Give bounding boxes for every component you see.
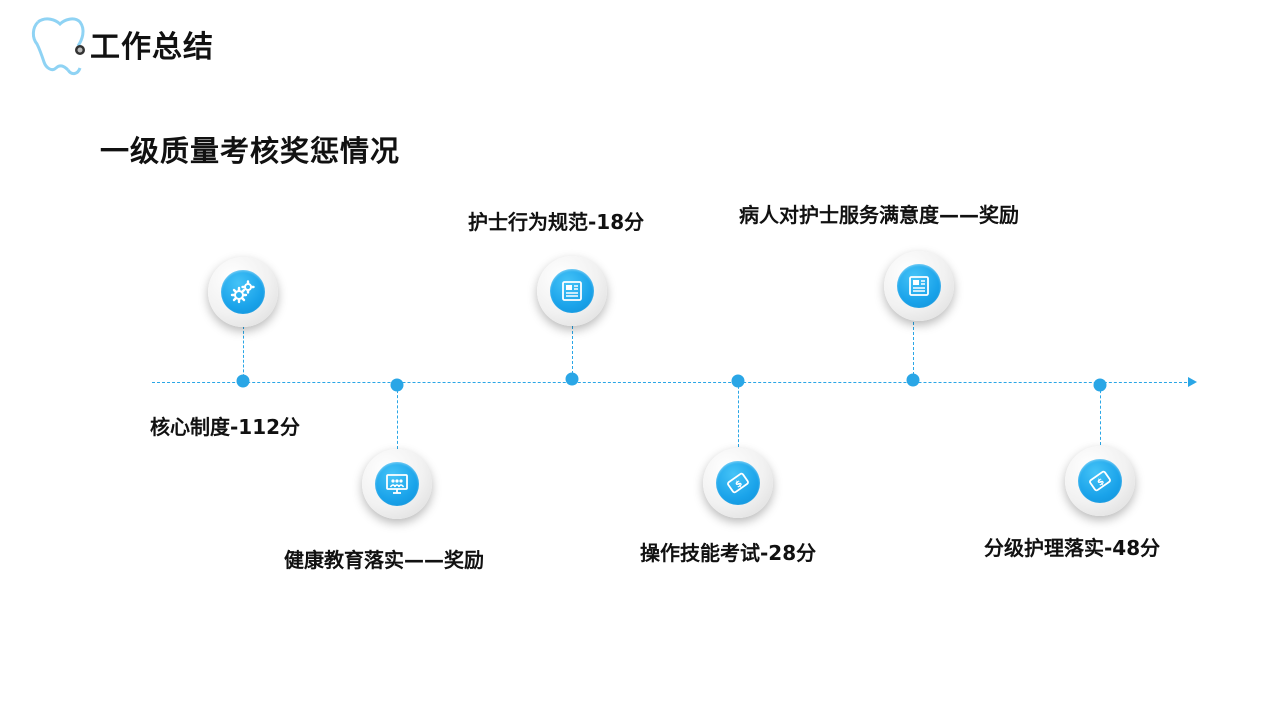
newspaper-icon <box>897 264 941 308</box>
timeline-arrow-icon <box>1188 377 1197 387</box>
money-bill-icon: $ <box>716 461 760 505</box>
timeline-connector <box>572 326 573 379</box>
svg-text:$: $ <box>1096 477 1107 489</box>
section-title: 一级质量考核奖惩情况 <box>100 134 401 168</box>
timeline-node-1[interactable] <box>208 257 278 327</box>
timeline-connector <box>1100 385 1101 445</box>
page-title: 工作总结 <box>90 30 214 65</box>
timeline-label-2: 健康教育落实——奖励 <box>284 548 484 572</box>
timeline-node-2[interactable] <box>362 449 432 519</box>
timeline-dot <box>1093 378 1107 392</box>
gears-icon <box>221 270 265 314</box>
timeline-axis <box>152 382 1192 383</box>
newspaper-icon <box>550 269 594 313</box>
timeline-connector <box>397 385 398 449</box>
timeline-dot <box>565 372 579 386</box>
timeline-connector <box>913 322 914 380</box>
timeline-label-1: 核心制度-112分 <box>150 415 301 439</box>
timeline-node-3[interactable] <box>537 256 607 326</box>
timeline-label-5: 病人对护士服务满意度——奖励 <box>739 203 1019 227</box>
timeline-label-4: 操作技能考试-28分 <box>640 541 817 565</box>
timeline-connector <box>738 381 739 447</box>
timeline-connector <box>243 326 244 382</box>
timeline-label-6: 分级护理落实-48分 <box>984 536 1161 560</box>
timeline-node-4[interactable]: $ <box>703 448 773 518</box>
stethoscope-tooth-icon <box>28 10 90 82</box>
timeline-label-3: 护士行为规范-18分 <box>468 210 645 234</box>
timeline-dot <box>731 374 745 388</box>
timeline-node-6[interactable]: $ <box>1065 446 1135 516</box>
money-bill-icon: $ <box>1078 459 1122 503</box>
timeline-dot <box>390 378 404 392</box>
timeline-dot <box>236 374 250 388</box>
timeline-node-5[interactable] <box>884 251 954 321</box>
svg-text:$: $ <box>734 479 745 491</box>
timeline-dot <box>906 373 920 387</box>
presentation-board-icon <box>375 462 419 506</box>
